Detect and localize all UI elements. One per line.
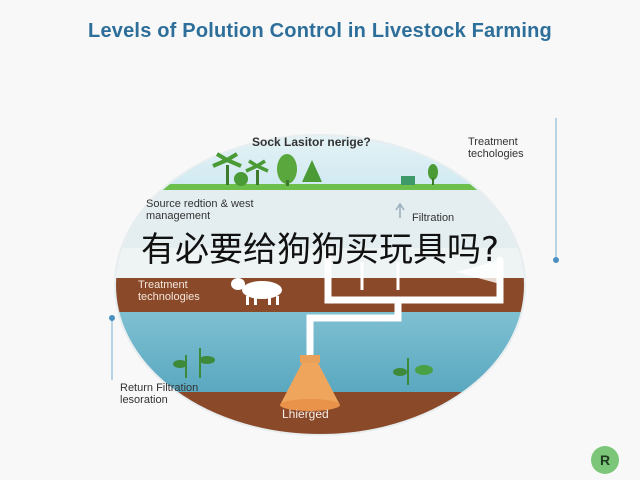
r-badge[interactable]: R [591,446,619,474]
return-filtration-label: Return Filtration lesoration [120,382,199,406]
pine-tree-icon [302,160,322,182]
tree-icon [245,159,269,185]
circle-outline [114,134,526,436]
grass-strip [115,184,525,190]
top-right-label: Treatment techologies [468,136,524,160]
filtration-label: Filtration [412,212,455,224]
connector-dot [553,257,559,263]
plant-icon [393,358,433,385]
cow-icon [231,278,282,305]
underground-tank [280,355,340,411]
outlet-arrow-icon [456,260,500,284]
middle-band [115,248,525,278]
plant-icon [173,348,215,378]
center-question-label: Sock Lasitor nerige? [252,135,371,149]
overlay-question-text: 有必要给狗狗买玩具吗? [140,230,500,270]
filter-valves [360,262,400,290]
unierged-label: Lhierged [282,407,329,421]
soil-layer [115,278,525,312]
small-tree-icon [428,164,438,185]
treatment-left-label: Treatment technologies [138,279,200,303]
up-arrow-icon [395,202,405,218]
source-reduction-label: Source redtion & west management [146,198,254,222]
bush-icon [234,172,248,186]
tree-icon [277,154,297,186]
connector-lines [111,118,557,380]
diagram-title: Levels of Polution Control in Livestock … [88,20,552,42]
upper-band [115,190,525,248]
tree-icon [212,152,242,185]
connector-dot [109,315,115,321]
farm-building-icon [401,176,415,185]
